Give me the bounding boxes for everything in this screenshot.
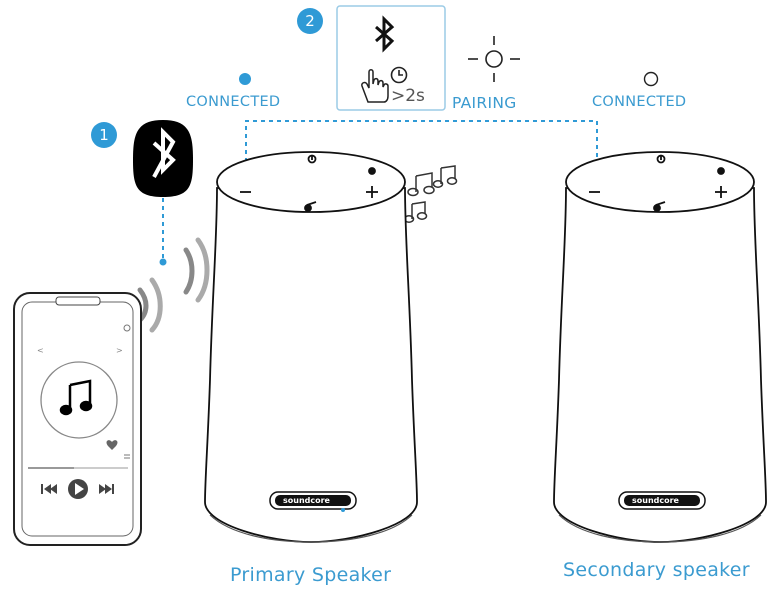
prev-track-icon [41,484,57,494]
signal-waves-icon [137,237,210,333]
primary-speaker-caption: Primary Speaker [230,564,392,586]
next-track-icon [99,484,114,494]
phone-bt-dot [159,258,167,266]
heart-icon [106,440,118,450]
menu-icon [124,454,130,459]
music-note-icon [59,379,93,416]
secondary-speaker-caption: Secondary speaker [563,559,750,581]
primary-speaker [204,151,418,543]
connected-label-right: CONNECTED [592,94,687,110]
pairing-label: PAIRING [452,94,517,112]
step-2-badge: 2 [297,8,323,34]
connected-status-dot-right [643,71,659,87]
smartphone: < > [13,292,142,546]
pairing-link-line [245,120,598,170]
secondary-speaker-logo: soundcore [632,496,679,505]
secondary-speaker-buttons [589,154,727,212]
primary-speaker-buttons [240,154,378,212]
primary-speaker-logo-badge [269,491,357,512]
connected-status-dot-left [239,73,251,85]
bluetooth-logo [133,120,193,197]
press-hand-icon [361,69,389,103]
svg-text:>: > [116,346,123,355]
primary-speaker-logo: soundcore [283,496,330,505]
connected-label-left: CONNECTED [186,94,281,110]
secondary-speaker [553,151,767,543]
pairing-flash-icon [468,36,520,82]
hold-time-label: >2s [391,86,425,106]
svg-text:<: < [37,346,44,355]
music-notes-icon [403,165,458,223]
bluetooth-button-icon [375,15,395,53]
clock-icon [390,66,408,84]
play-icon [68,479,88,499]
step-1-badge: 1 [91,122,117,148]
secondary-speaker-logo-badge [618,491,706,510]
